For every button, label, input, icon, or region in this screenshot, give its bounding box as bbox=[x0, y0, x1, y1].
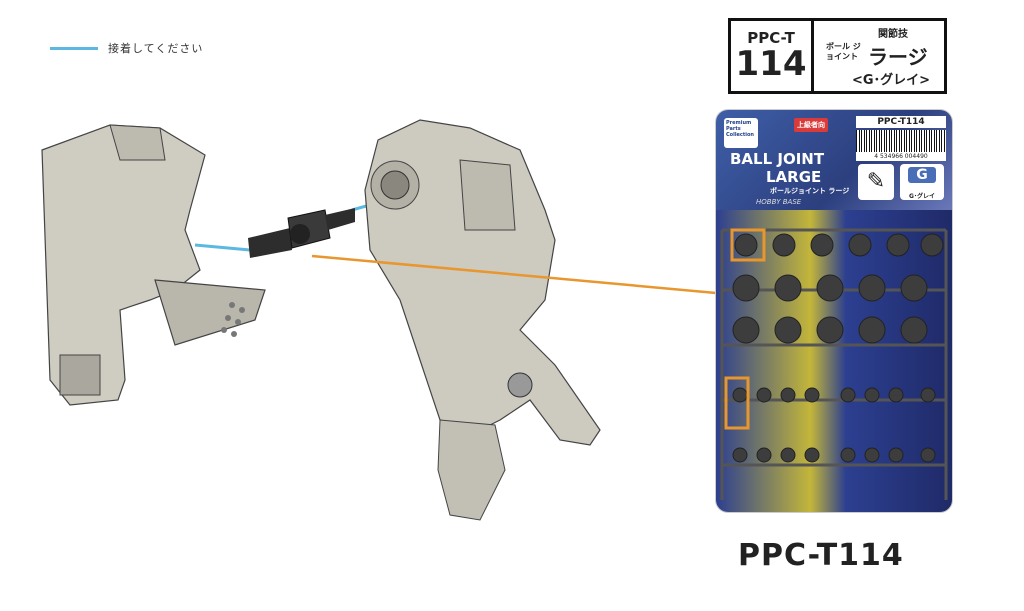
highlight-large-joint bbox=[730, 228, 766, 262]
color-badge: G G･グレイ bbox=[900, 164, 944, 200]
package-title-line2: LARGE bbox=[766, 168, 822, 186]
product-size: ラージ bbox=[868, 45, 928, 69]
package-code: PPC-T114 bbox=[856, 116, 946, 128]
glue-legend: 接着してください bbox=[50, 40, 203, 56]
package-title-line1: BALL JOINT bbox=[730, 150, 825, 168]
color-badge-label: G･グレイ bbox=[909, 193, 935, 200]
torso-part bbox=[364, 119, 601, 521]
product-code: PPC-T 114 bbox=[731, 21, 814, 91]
shoulder-armor-part bbox=[41, 124, 266, 406]
package-header: Premium Parts Collection 上級者向 PPC-T114 4… bbox=[716, 110, 952, 210]
product-category: 関節技 bbox=[878, 29, 908, 40]
pointer-line bbox=[311, 254, 739, 297]
product-package: Premium Parts Collection 上級者向 PPC-T114 4… bbox=[716, 110, 952, 512]
joint-icon: ✎ bbox=[858, 164, 894, 200]
glue-line-left bbox=[194, 243, 251, 252]
highlight-small-joint bbox=[724, 376, 750, 430]
ball-joint-part bbox=[248, 208, 355, 258]
brand-text: HOBBY BASE bbox=[756, 198, 802, 206]
product-code-label: PPC-T114 bbox=[738, 538, 904, 573]
package-subtitle: ボールジョイント ラージ bbox=[770, 187, 850, 195]
level-badge: 上級者向 bbox=[794, 118, 828, 132]
product-ball-joint: ボール ジョイント bbox=[826, 42, 861, 61]
glue-legend-line bbox=[50, 46, 98, 50]
color-badge-letter: G bbox=[908, 167, 936, 183]
parts-runner bbox=[716, 210, 952, 512]
product-code-prefix: PPC-T bbox=[747, 29, 795, 47]
runner-grid bbox=[720, 228, 948, 500]
product-color: <G･グレイ> bbox=[852, 73, 930, 88]
barcode-number: 4 534966 004490 bbox=[856, 152, 946, 161]
product-header-box: PPC-T 114 関節技 ボール ジョイント ラージ <G･グレイ> bbox=[728, 18, 947, 94]
product-name: 関節技 ボール ジョイント ラージ <G･グレイ> bbox=[814, 21, 944, 91]
product-code-number: 114 bbox=[735, 44, 807, 84]
glue-legend-text: 接着してください bbox=[108, 42, 204, 55]
barcode bbox=[856, 130, 946, 152]
pp-badge: Premium Parts Collection bbox=[724, 118, 758, 148]
